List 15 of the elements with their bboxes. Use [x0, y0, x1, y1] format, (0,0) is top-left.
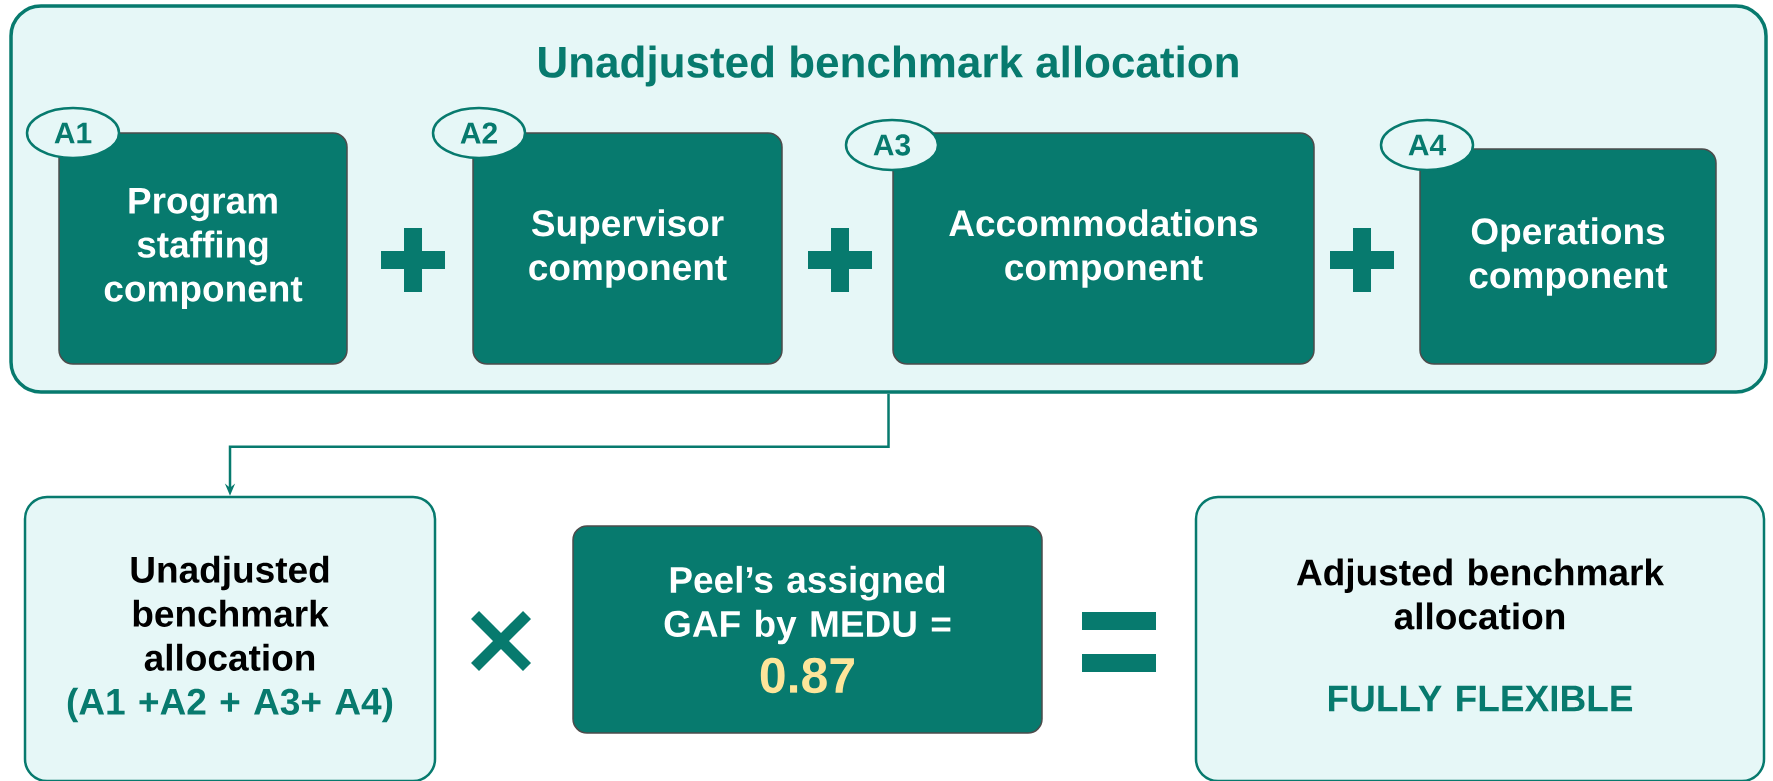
- box-text: Operations component: [1469, 217, 1668, 296]
- label-badge: A2: [431, 106, 527, 160]
- panel-title: Unadjusted benchmark allocation: [539, 45, 1238, 87]
- box-text: Program staffing component: [104, 187, 303, 310]
- formula-text: (A1 +A2 + A3+ A4): [67, 687, 393, 723]
- box-text: Peel’s assigned GAF by MEDU =: [664, 565, 951, 645]
- formula-text: FULLY FLEXIBLE: [1329, 685, 1633, 712]
- box-text: Supervisor component: [529, 209, 727, 288]
- value-text: 0.87: [760, 657, 854, 694]
- label-badge: A3: [844, 118, 940, 172]
- box-text: Accommodations component: [949, 209, 1258, 288]
- label-badge: A4: [1379, 118, 1475, 172]
- box-text: Unadjusted benchmark allocation: [131, 555, 329, 671]
- label-badge: A1: [25, 106, 121, 160]
- box-text: Adjusted benchmark allocation: [1296, 558, 1665, 630]
